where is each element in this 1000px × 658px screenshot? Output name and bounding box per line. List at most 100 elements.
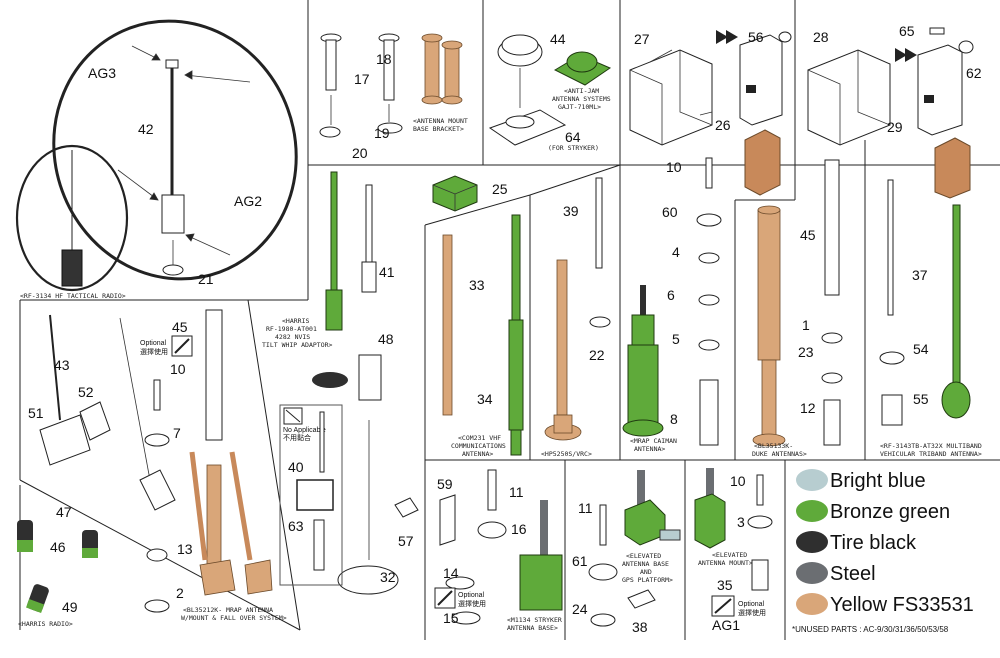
label-60: 60 xyxy=(662,204,678,220)
label-45a: 45 xyxy=(800,227,816,243)
harris-radio-parts xyxy=(17,520,98,613)
label-22: 22 xyxy=(589,347,605,363)
label-44: 44 xyxy=(550,31,566,47)
label-39: 39 xyxy=(563,203,579,219)
caption-harris-1: <HARRIS xyxy=(282,317,309,325)
caption-elev-base-2: ANTENNA BASE xyxy=(622,560,669,568)
legend-swatch xyxy=(796,562,828,584)
label-59: 59 xyxy=(437,476,453,492)
not-applicable-jp: 不用黏合 xyxy=(283,433,311,442)
optional-en-2: Optional xyxy=(458,592,485,599)
caption-caiman-1: <MRAP CAIMAN xyxy=(630,437,677,445)
caption-elev-mount-2: ANTENNA MOUNT> xyxy=(698,559,753,567)
hp5250-antenna xyxy=(544,177,611,441)
caption-duke-2: DUKE ANTENNAS> xyxy=(752,450,807,458)
label-29: 29 xyxy=(887,119,903,135)
label-61: 61 xyxy=(572,553,588,569)
caption-mount-2: BASE BRACKET> xyxy=(413,125,464,133)
label-54: 54 xyxy=(913,341,929,357)
caption-elev-base-3: AND xyxy=(640,568,652,576)
caption-elev-base-1: <ELEVATED xyxy=(626,552,661,560)
label-10a: 10 xyxy=(666,159,682,175)
caption-mrap-2: W/MOUNT & FALL OVER SYSTEM> xyxy=(181,614,287,622)
caption-harris-3: 4282 NVIS xyxy=(275,333,310,341)
elevated-base-parts xyxy=(588,470,681,627)
label-17: 17 xyxy=(354,71,370,87)
caption-rf3134: <RF-3134 HF TACTICAL RADIO> xyxy=(20,292,126,300)
duke-antenna xyxy=(752,159,843,447)
caption-antijam-2: ANTENNA SYSTEMS xyxy=(552,95,611,103)
hf-arrows xyxy=(117,45,251,265)
label-18: 18 xyxy=(376,51,392,67)
label-11a: 11 xyxy=(509,484,524,500)
part-25 xyxy=(432,175,478,212)
caption-com231-1: <COM231 VHF xyxy=(458,434,501,442)
label-34: 34 xyxy=(477,391,493,407)
legend-label: Bronze green xyxy=(830,501,950,523)
label-28: 28 xyxy=(813,29,829,45)
label-62: 62 xyxy=(966,65,982,81)
label-51: 51 xyxy=(28,405,44,421)
inset-parts xyxy=(296,411,334,571)
label-ag1: AG1 xyxy=(712,617,740,633)
caption-com231-2: COMMUNICATIONS xyxy=(451,442,506,450)
caption-m1134-2: ANTENNA BASE> xyxy=(507,624,558,632)
com231-antenna xyxy=(442,214,524,456)
label-11b: 11 xyxy=(578,500,593,516)
optional-jp-3: 選擇使用 xyxy=(738,608,766,617)
label-57: 57 xyxy=(398,533,414,549)
harris-nvis xyxy=(312,171,419,595)
unused-parts-note: *UNUSED PARTS : AC-9/30/31/36/50/53/58 xyxy=(792,625,949,634)
caption-hp5250: <HP5250S/VRC> xyxy=(541,450,592,458)
caption-antijam-1: <ANTI-JAM xyxy=(564,87,599,95)
label-47: 47 xyxy=(56,504,72,520)
optional-en-1: Optional xyxy=(140,340,167,347)
label-25: 25 xyxy=(492,181,508,197)
label-49: 49 xyxy=(62,599,78,615)
not-applicable-icon xyxy=(283,407,303,425)
caption-caiman-2: ANTENNA> xyxy=(634,445,665,453)
label-46: 46 xyxy=(50,539,66,555)
mount-bracket-parts xyxy=(319,33,463,138)
caption-mount-1: <ANTENNA MOUNT xyxy=(413,117,468,125)
legend-swatch xyxy=(796,593,828,615)
label-42: 42 xyxy=(138,121,154,137)
legend-swatch xyxy=(796,531,828,553)
legend-swatch xyxy=(796,469,828,491)
hf-loop-antenna xyxy=(15,19,298,292)
label-40: 40 xyxy=(288,459,304,475)
label-43: 43 xyxy=(54,357,70,373)
label-63: 63 xyxy=(288,518,304,534)
caiman-antenna xyxy=(622,157,722,446)
optional-icon-3 xyxy=(711,595,735,617)
legend-label: Bright blue xyxy=(830,470,926,492)
legend-label: Yellow FS33531 xyxy=(830,594,974,616)
label-ag2: AG2 xyxy=(234,193,262,209)
optional-icon-1 xyxy=(171,335,193,357)
label-52: 52 xyxy=(78,384,94,400)
label-65: 65 xyxy=(899,23,915,39)
inset-box xyxy=(279,404,343,586)
label-10c: 10 xyxy=(730,473,746,489)
label-38: 38 xyxy=(632,619,648,635)
legend-label: Tire black xyxy=(830,532,917,554)
label-2: 2 xyxy=(176,585,184,601)
label-45b: 45 xyxy=(172,319,188,335)
label-4: 4 xyxy=(672,244,680,260)
anti-jam-antenna xyxy=(488,34,612,146)
label-6: 6 xyxy=(667,287,675,303)
label-1: 1 xyxy=(802,317,810,333)
label-15: 15 xyxy=(443,610,459,626)
label-8: 8 xyxy=(670,411,678,427)
label-56: 56 xyxy=(748,29,764,45)
label-20: 20 xyxy=(352,145,368,161)
caption-com231-3: ANTENNA> xyxy=(462,450,493,458)
legend-swatch xyxy=(796,500,828,522)
label-ag3: AG3 xyxy=(88,65,116,81)
label-64: 64 xyxy=(565,129,581,145)
jerry-can-left xyxy=(629,30,792,196)
fall-over-system xyxy=(39,309,273,613)
elevated-mount-parts xyxy=(694,468,773,591)
legend-label: Steel xyxy=(830,563,876,585)
